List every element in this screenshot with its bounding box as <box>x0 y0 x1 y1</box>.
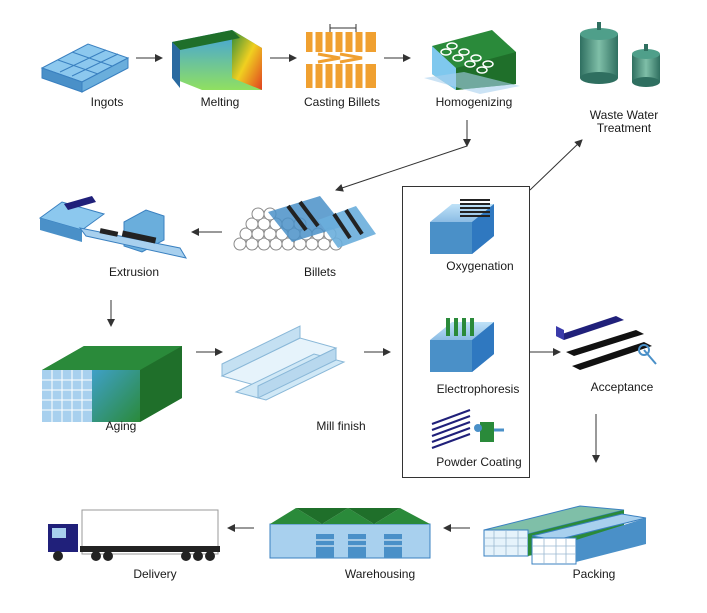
extrusion-press-icon <box>38 196 188 259</box>
acceptance-profiles-icon <box>556 316 657 370</box>
mill-finish-profiles-icon <box>220 325 346 401</box>
label-extrusion: Extrusion <box>108 265 160 279</box>
surface-treatment-frame <box>402 186 530 478</box>
casting-billets-icon <box>306 24 376 88</box>
billets-stack-icon <box>233 196 376 251</box>
delivery-truck-icon <box>48 509 220 561</box>
label-melting: Melting <box>200 95 240 109</box>
oxygenation-tank-icon <box>430 199 494 254</box>
label-electrophoresis: Electrophoresis <box>436 382 520 396</box>
label-delivery: Delivery <box>133 567 177 581</box>
label-ingots: Ingots <box>90 95 124 109</box>
label-aging: Aging <box>105 419 137 433</box>
aging-oven-icon <box>42 346 182 422</box>
label-mill-finish: Mill finish <box>316 419 366 433</box>
homogenizing-oven-icon <box>424 30 520 94</box>
label-packing: Packing <box>572 567 616 581</box>
ingots-icon <box>40 43 130 93</box>
label-casting-billets: Casting Billets <box>303 95 381 109</box>
label-acceptance: Acceptance <box>590 380 654 394</box>
water-tanks-icon <box>580 22 660 87</box>
label-waste-water-treatment: Waste Water Treatment <box>582 109 666 135</box>
label-waste-line1: Waste Water <box>589 108 659 122</box>
label-waste-line2: Treatment <box>596 121 652 135</box>
powder-coating-icon <box>431 409 504 449</box>
arrow-treatment-wastewater <box>529 139 583 191</box>
flow-arrows <box>107 54 600 532</box>
packing-bundles-icon <box>483 505 647 565</box>
electrophoresis-tank-icon <box>430 318 494 372</box>
melting-furnace-icon <box>172 30 262 90</box>
label-homogenizing: Homogenizing <box>435 95 513 109</box>
label-billets: Billets <box>303 265 337 279</box>
warehouse-icon <box>269 508 431 559</box>
label-powder-coating: Powder Coating <box>436 455 522 469</box>
label-warehousing: Warehousing <box>344 567 416 581</box>
arrow-to-billets <box>335 145 468 192</box>
label-oxygenation: Oxygenation <box>446 259 514 273</box>
